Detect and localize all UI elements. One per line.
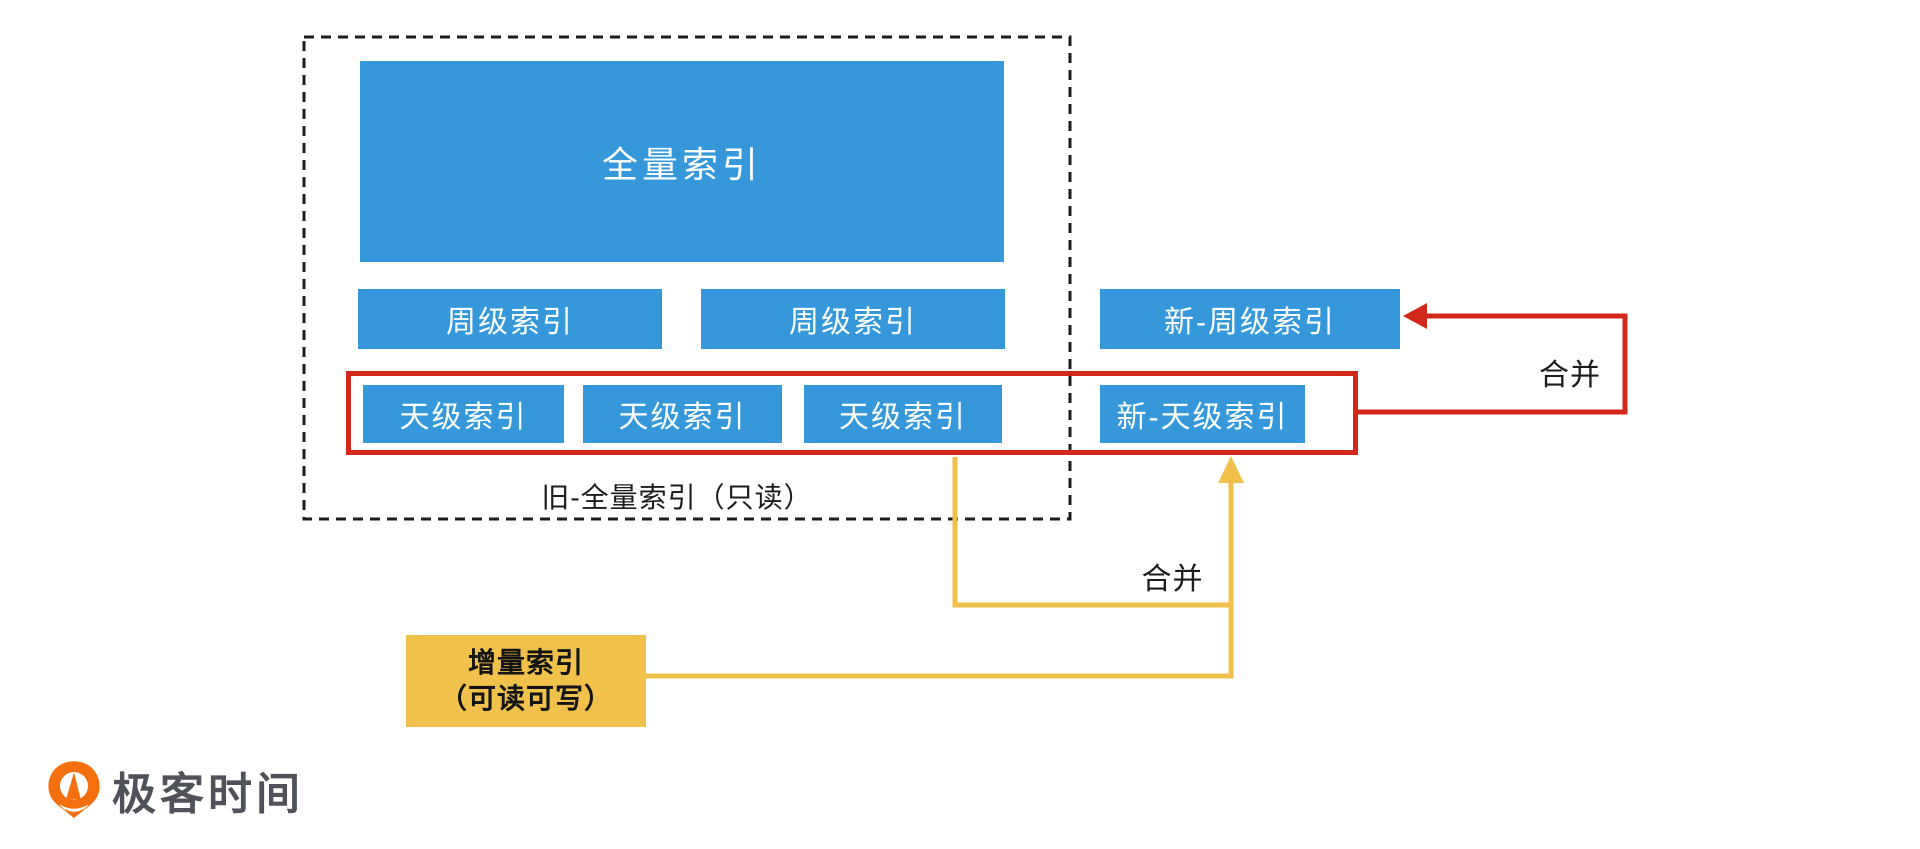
day-index-box-3: 天级索引	[804, 385, 1002, 443]
red-merge-arrowhead-left	[1403, 303, 1427, 329]
incremental-index-line2: （可读可写）	[438, 683, 613, 714]
week-index-box-1: 周级索引	[358, 289, 662, 349]
new-day-index-box: 新-天级索引	[1100, 385, 1305, 443]
day-index-box-1: 天级索引	[363, 385, 564, 443]
week-index-box-2: 周级索引	[701, 289, 1005, 349]
full-index-box: 全量索引	[360, 61, 1004, 262]
brand-footer: 极客时间	[46, 758, 304, 822]
old-full-index-caption: 旧-全量索引（只读）	[541, 482, 813, 513]
red-highlight-frame	[346, 371, 1358, 455]
new-week-index-box: 新-周级索引	[1100, 289, 1400, 349]
merge-label-yellow: 合并	[1141, 563, 1204, 596]
brand-name: 极客时间	[112, 770, 304, 819]
merge-label-red: 合并	[1539, 359, 1601, 392]
yellow-merge-arrowhead-up	[1218, 456, 1244, 483]
geektime-logo-icon	[48, 761, 100, 818]
day-index-box-2: 天级索引	[583, 385, 782, 443]
incremental-index-line1: 增量索引	[467, 646, 584, 678]
incremental-index-box: 增量索引 （可读可写）	[406, 635, 646, 727]
